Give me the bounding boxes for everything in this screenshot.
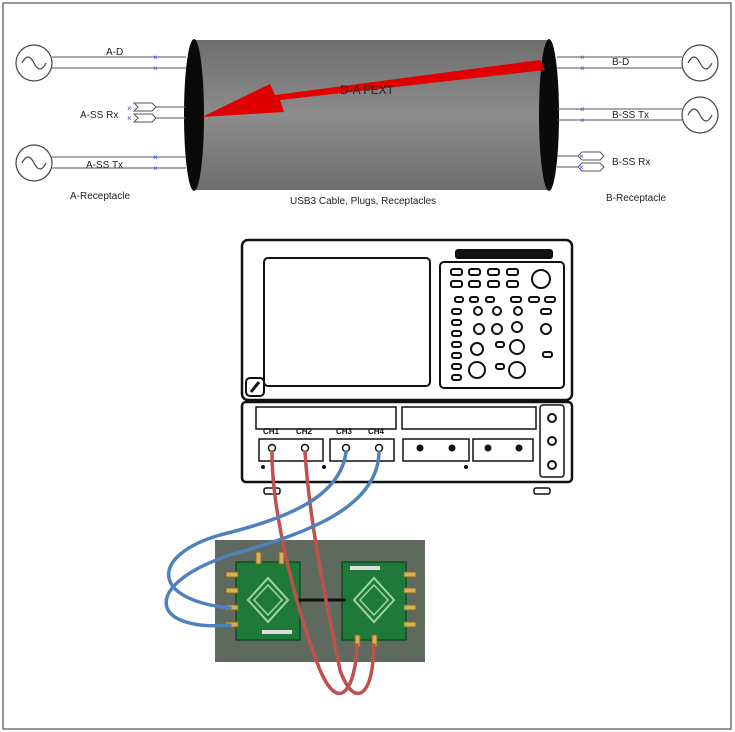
b-ss-tx-label: B-SS Tx — [612, 110, 649, 121]
a-ss-tx-source: × × A-SS Tx — [15, 144, 186, 182]
svg-text:×: × — [580, 53, 585, 62]
a-d-label: A-D — [106, 47, 123, 58]
svg-text:×: × — [153, 153, 158, 162]
fixture-board-b — [341, 561, 417, 648]
probe-cables — [164, 450, 381, 695]
b-ss-tx-source: × × B-SS Tx — [557, 96, 719, 134]
scope-control-panel — [439, 261, 565, 389]
b-ss-rx-label: B-SS Rx — [612, 157, 650, 168]
svg-text:×: × — [580, 105, 585, 114]
channel-label-ch1: CH1 — [263, 427, 280, 436]
svg-text:×: × — [580, 64, 585, 73]
cable-body — [194, 40, 549, 190]
fext-arrow-label: D-A FEXT — [340, 83, 395, 97]
a-d-source: × × A-D — [15, 44, 186, 82]
oscilloscope: CH1 CH2 CH3 CH4 — [240, 238, 574, 495]
b-d-label: B-D — [612, 57, 629, 68]
scope-knob-large-icon — [531, 269, 551, 289]
channel-label-ch3: CH3 — [336, 427, 353, 436]
cable-left-end — [184, 39, 204, 191]
a-ss-rx-receiver: × × A-SS Rx — [80, 102, 186, 123]
svg-text:×: × — [153, 64, 158, 73]
svg-text:×: × — [579, 163, 584, 172]
channel-label-ch2: CH2 — [296, 427, 313, 436]
cable-right-end — [539, 39, 559, 191]
b-ss-rx-receiver-icon — [577, 151, 605, 172]
svg-text:×: × — [153, 164, 158, 173]
a-ss-rx-receiver-icon — [132, 102, 157, 123]
svg-text:×: × — [580, 116, 585, 125]
b-receptacle-label: B-Receptacle — [606, 193, 666, 204]
b-d-source: × × B-D — [557, 44, 719, 82]
a-receptacle-label: A-Receptacle — [70, 191, 130, 202]
svg-text:×: × — [153, 53, 158, 62]
fext-arrow — [202, 60, 545, 117]
scope-input-group-ch3-ch4 — [329, 438, 395, 462]
svg-text:×: × — [127, 114, 132, 123]
svg-text:×: × — [579, 152, 584, 161]
usb3-cable-diagram: D-A FEXT × × A-D × × A-SS Rx × × — [15, 39, 719, 207]
probe-cable-ch4 — [164, 450, 381, 628]
b-ss-rx-receiver: × × B-SS Rx — [557, 151, 650, 172]
a-ss-rx-label: A-SS Rx — [80, 110, 118, 121]
probe-cable-ch2 — [303, 450, 376, 695]
scope-screen — [263, 257, 431, 387]
probe-cable-ch3 — [167, 450, 348, 610]
channel-label-ch4: CH4 — [368, 427, 385, 436]
a-ss-tx-label: A-SS Tx — [86, 160, 123, 171]
svg-text:×: × — [127, 104, 132, 113]
cable-caption: USB3 Cable, Plugs, Receptacles — [290, 196, 436, 207]
